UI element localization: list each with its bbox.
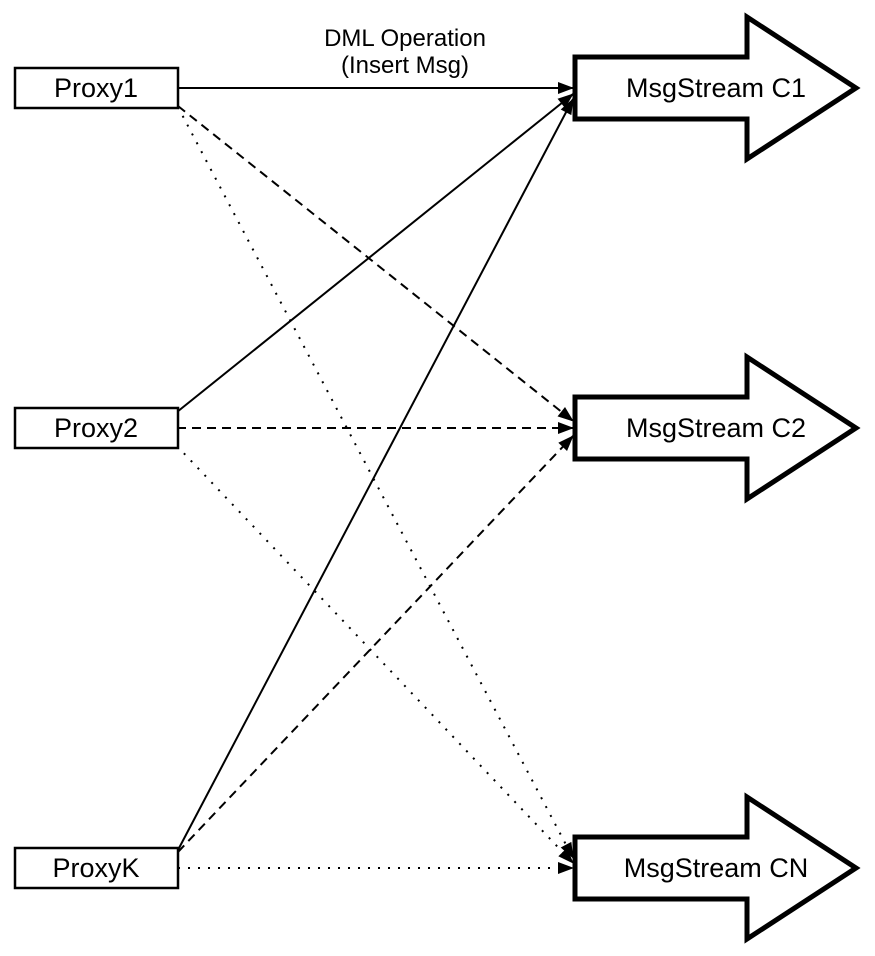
proxy1-box	[13, 66, 180, 110]
proxy1-label: Proxy1	[54, 73, 138, 103]
edge-proxyk-to-c1	[177, 98, 574, 851]
edge-proxy1-to-cn	[177, 106, 574, 859]
proxy2-box	[13, 406, 180, 450]
annotation: DML Operation (Insert Msg)	[324, 25, 486, 79]
stream-c1-label: MsgStream C1	[626, 73, 806, 103]
proxy2-label: Proxy2	[54, 413, 138, 443]
stream-cn-arrow-shape	[572, 792, 861, 944]
proxyk-node: ProxyK	[13, 846, 180, 890]
stream-c2-label: MsgStream C2	[626, 413, 806, 443]
annotation-line2: (Insert Msg)	[341, 52, 469, 79]
stream-c2-arrow-shape	[572, 352, 861, 504]
proxy1-node: Proxy1	[13, 66, 180, 110]
edge-proxy2-to-cn	[176, 445, 574, 864]
edge-proxy1-to-c2	[177, 105, 574, 422]
stream-c1-node: MsgStream C1	[572, 12, 861, 164]
proxyk-box	[13, 846, 180, 890]
stream-cn-label: MsgStream CN	[624, 853, 809, 883]
annotation-line1: DML Operation	[324, 25, 486, 52]
stream-c1-arrow-shape	[572, 12, 861, 164]
edge-proxy2-to-c1	[176, 93, 574, 413]
edge-proxyk-to-c2	[177, 435, 574, 853]
stream-cn-node: MsgStream CN	[572, 792, 861, 944]
stream-c2-node: MsgStream C2	[572, 352, 861, 504]
proxyk-label: ProxyK	[52, 853, 139, 883]
proxy2-node: Proxy2	[13, 406, 180, 450]
